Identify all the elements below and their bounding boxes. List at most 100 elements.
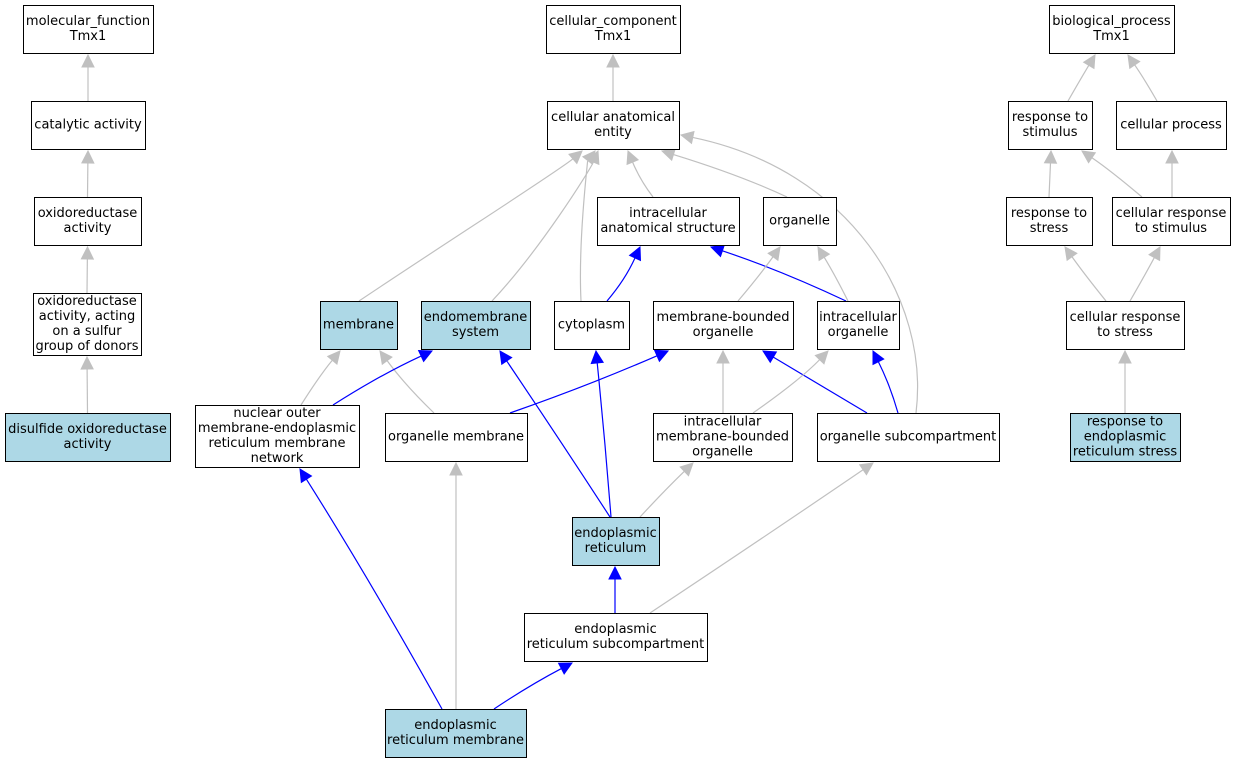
node-label-line: endoplasmic [414,718,496,733]
edge-catalytic-to-mf_root [81,53,95,102]
node-label-line: cellular response [1116,206,1227,221]
edge-line [606,257,636,302]
edge-line [1091,157,1143,198]
node-label-line: membrane [323,318,394,333]
node-label-line: molecular_function [26,14,150,29]
node-box [1008,101,1093,150]
node-cytoplasm[interactable]: cytoplasm [554,301,630,350]
node-label-line: cellular_component [549,14,677,29]
node-label-line: organelle [692,445,753,460]
edge-crts-to-rts [1081,150,1143,198]
edge-osub-to-io [872,350,899,414]
node-box [547,101,680,150]
node-box [653,413,793,462]
edge-line [752,359,821,414]
node-box [1066,301,1185,350]
node-orgmem[interactable]: organelle membrane [385,413,528,462]
edge-er-to-imbo [639,462,694,518]
node-box [763,197,837,246]
node-box [1006,197,1093,246]
node-label-line: on a sulfur [52,324,122,339]
arrowhead-icon [608,565,622,580]
node-box [524,613,708,662]
arrowhead-icon [628,245,642,262]
node-box [385,709,527,758]
edge-line [1067,64,1090,102]
arrowhead-icon [1082,54,1096,70]
edge-oxidored_s-to-oxidored [80,245,95,294]
edge-endomem-to-cae [491,149,600,302]
arrowhead-icon [557,662,573,675]
node-box [572,517,660,566]
node-label-line: intracellular [629,206,707,221]
edge-membrane-to-cae [358,150,583,302]
node-osub[interactable]: organelle subcompartment [817,413,1000,462]
node-box [320,301,398,350]
node-label-line: organelle [828,325,889,340]
node-label-line: endoplasmic [1084,430,1166,445]
node-label-line: to stimulus [1135,221,1207,236]
node-label-line: activity, acting [39,309,136,324]
edge-er-to-endomem [499,350,611,518]
arrowhead-icon [716,349,730,364]
node-catalytic[interactable]: catalytic activity [31,101,146,150]
node-label-line: cellular response [1070,310,1181,325]
edge-line [358,158,574,302]
node-box [34,197,142,246]
node-label-line: membrane-bounded [656,310,789,325]
node-nomern[interactable]: nuclear outermembrane-endoplasmicreticul… [195,405,360,468]
node-box [385,413,528,462]
arrowhead-icon [660,148,676,162]
node-label-line: endomembrane [424,310,528,325]
node-label-line: catalytic activity [34,118,142,133]
node-label-line: oxidoreductase [38,206,138,221]
node-organelle[interactable]: organelle [763,197,837,246]
arrowhead-icon [80,245,95,260]
arrowhead-icon [1043,149,1058,164]
node-cp[interactable]: cellular process [1116,101,1227,150]
edge-ias-to-cae [626,149,654,198]
node-label-line: reticulum [585,541,647,556]
arrowhead-icon [499,350,513,366]
node-label-line: disulfide oxidoreductase [8,422,167,437]
node-label-line: activity [64,437,112,452]
arrowhead-icon [653,349,670,363]
node-label-line: Tmx1 [594,29,632,44]
arrowhead-icon [449,461,463,476]
edge-nomern-to-endomem [332,350,434,406]
node-box [33,293,142,356]
node-label-line: nuclear outer [233,406,321,421]
arrowhead-icon [581,150,596,166]
arrowhead-icon [417,350,434,363]
arrowhead-icon [679,462,694,477]
node-label-line: endoplasmic [574,622,656,637]
node-membrane[interactable]: membrane [320,301,398,350]
arrowhead-icon [814,350,829,365]
arrowhead-icon [1081,150,1097,164]
edge-osub-to-cae [679,130,919,414]
arrowhead-icon [379,350,393,366]
edge-nomern-to-membrane [300,350,341,406]
arrowhead-icon [762,350,778,364]
node-box [546,5,681,54]
